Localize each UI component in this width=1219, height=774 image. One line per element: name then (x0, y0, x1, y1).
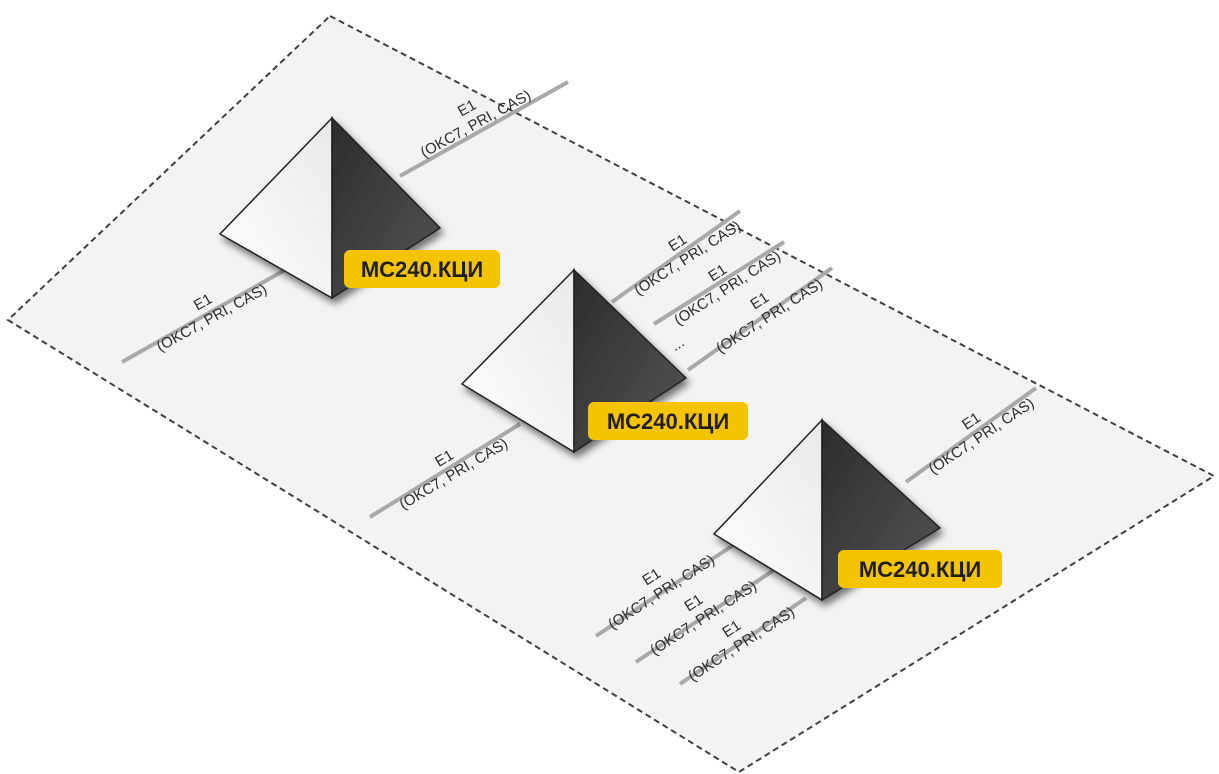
node-3-link-2-line (594, 540, 740, 638)
node-3-label: MC240.КЦИ (859, 557, 981, 582)
node-3-link-3-line (634, 564, 782, 664)
node-1-link-2-line (121, 264, 293, 364)
node-2-badge (588, 402, 748, 440)
node-1-label: MC240.КЦИ (361, 257, 483, 282)
node-2-link-1-line (610, 209, 742, 304)
node-3-link-1-line (904, 386, 1038, 484)
node-3-badge (838, 550, 1002, 588)
node-2-link-2-line (652, 240, 786, 326)
node-2-link-4-line (368, 422, 522, 519)
node-1-link-1-name: E1 (455, 96, 479, 120)
node-3-link-4-line (678, 596, 808, 686)
node-2-link-3-line (686, 266, 834, 372)
node-2-label: MC240.КЦИ (607, 409, 729, 434)
node-2: E1 (OKC7, PRI, CAS) E1 (OKC7, PRI, CAS) … (368, 209, 834, 519)
node-1-link-2-name: E1 (191, 290, 215, 314)
node-1-link-1-line (399, 80, 569, 178)
node-1-badge (344, 250, 500, 288)
